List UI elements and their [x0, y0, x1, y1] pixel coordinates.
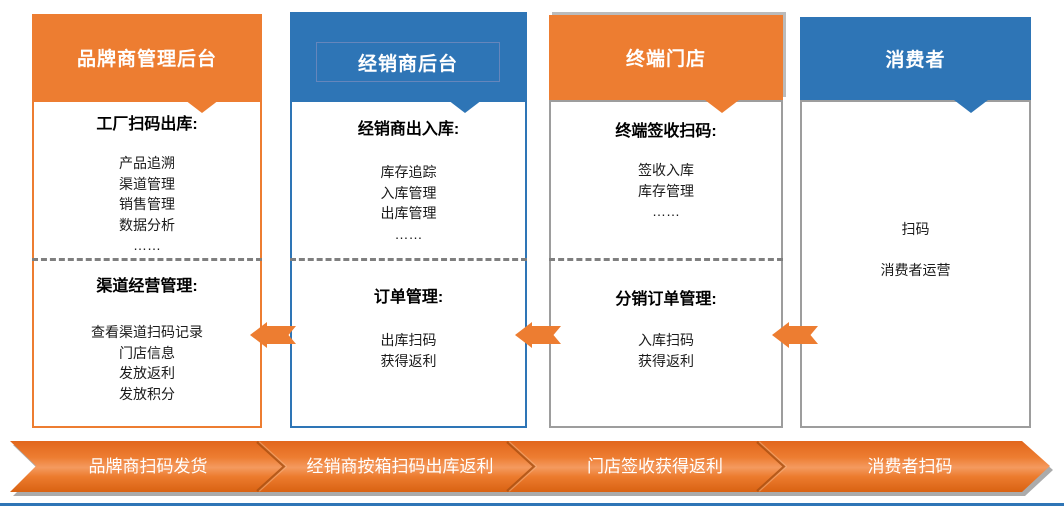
column-consumer: 扫码 消费者运营 消费者 [800, 0, 1031, 428]
header-notch [185, 100, 220, 113]
list-item: …… [133, 237, 161, 253]
flow-arrow-left-icon [772, 322, 818, 348]
section-title: 订单管理: [373, 289, 444, 306]
section-title: 分销订单管理: [615, 291, 717, 308]
dashed-divider [32, 258, 262, 261]
dashed-divider [290, 258, 527, 261]
list-item: 获得返利 [380, 352, 437, 369]
list-item: 库存管理 [638, 182, 694, 199]
list-item: 数据分析 [119, 216, 175, 233]
column-store: 终端签收扫码: 签收入库 库存管理 …… 分销订单管理: 入库扫码 获得返利 终… [549, 0, 783, 428]
list-item: 发放返利 [119, 365, 175, 381]
process-step-label: 门店签收获得返利 [587, 457, 723, 476]
column-brand-admin: 工厂扫码出库: 产品追溯 渠道管理 销售管理 数据分析 …… 渠道经营管理: 查… [32, 0, 262, 428]
list-item: 扫码 [901, 221, 930, 237]
feature-list: 库存追踪 入库管理 出库管理 …… [292, 162, 525, 244]
column-header-title: 终端门店 [625, 49, 706, 70]
list-item: 获得返利 [638, 352, 694, 369]
section-title: 工厂扫码出库: [96, 116, 198, 133]
list-item: 查看渠道扫码记录 [91, 324, 203, 340]
list-item: 产品追溯 [119, 155, 175, 171]
flow-arrow-left-icon [515, 322, 561, 348]
column-body: 经销商出入库: 库存追踪 入库管理 出库管理 …… 订单管理: 出库扫码 获得返… [290, 100, 527, 428]
header-notch [705, 100, 740, 113]
header-title-frame: 经销商后台 [316, 42, 500, 82]
list-item: 门店信息 [119, 344, 175, 361]
column-header-title: 品牌商管理后台 [76, 48, 217, 70]
footer-divider-line [0, 503, 1064, 506]
column-header: 经销商后台 [290, 12, 527, 100]
list-item: 销售管理 [119, 196, 175, 212]
column-header: 消费者 [800, 17, 1031, 100]
column-header: 终端门店 [549, 15, 783, 100]
section-title: 经销商出入库: [357, 121, 460, 138]
feature-list: 产品追溯 渠道管理 销售管理 数据分析 …… [34, 153, 260, 256]
header-notch [953, 100, 988, 113]
list-item: 消费者运营 [880, 262, 951, 278]
feature-list: 入库扫码 获得返利 [551, 330, 781, 371]
section-title: 渠道经营管理: [96, 278, 198, 295]
list-item: 入库管理 [380, 184, 437, 201]
list-item: 出库扫码 [380, 332, 437, 348]
list-item: 库存追踪 [380, 164, 437, 180]
chevron-separator-icon [256, 441, 287, 492]
feature-list: 查看渠道扫码记录 门店信息 发放返利 发放积分 [34, 322, 260, 404]
list-item: 发放积分 [119, 385, 175, 402]
section-title: 终端签收扫码: [615, 123, 717, 140]
dashed-divider [549, 258, 783, 261]
flow-arrow-left-icon [250, 322, 296, 348]
feature-list: 出库扫码 获得返利 [292, 330, 525, 371]
column-body: 工厂扫码出库: 产品追溯 渠道管理 销售管理 数据分析 …… 渠道经营管理: 查… [32, 100, 262, 428]
list-item: …… [652, 203, 680, 219]
list-item: …… [394, 225, 423, 242]
list-item: 入库扫码 [638, 332, 694, 348]
list-item: 签收入库 [638, 162, 694, 178]
chevron-separator-icon [506, 441, 537, 492]
column-body: 扫码 消费者运营 [800, 100, 1031, 428]
process-step-label: 消费者扫码 [867, 457, 953, 476]
column-body: 终端签收扫码: 签收入库 库存管理 …… 分销订单管理: 入库扫码 获得返利 [549, 100, 783, 428]
list-item: 渠道管理 [119, 175, 175, 192]
column-header-title: 消费者 [885, 50, 946, 71]
process-step-label: 经销商按箱扫码出库返利 [306, 457, 494, 476]
process-arrow-bar: 品牌商扫码发货 经销商按箱扫码出库返利 门店签收获得返利 消费者扫码 [10, 441, 1053, 496]
list-item: 出库管理 [380, 205, 437, 221]
column-distributor: 经销商出入库: 库存追踪 入库管理 出库管理 …… 订单管理: 出库扫码 获得返… [290, 0, 527, 428]
feature-list: 签收入库 库存管理 …… [551, 160, 781, 222]
chevron-separator-icon [756, 441, 787, 492]
column-header-title: 经销商后台 [357, 53, 458, 75]
header-notch [448, 100, 483, 113]
column-header: 品牌商管理后台 [32, 14, 262, 100]
process-step-label: 品牌商扫码发货 [88, 457, 208, 476]
bar-body [10, 441, 1050, 492]
